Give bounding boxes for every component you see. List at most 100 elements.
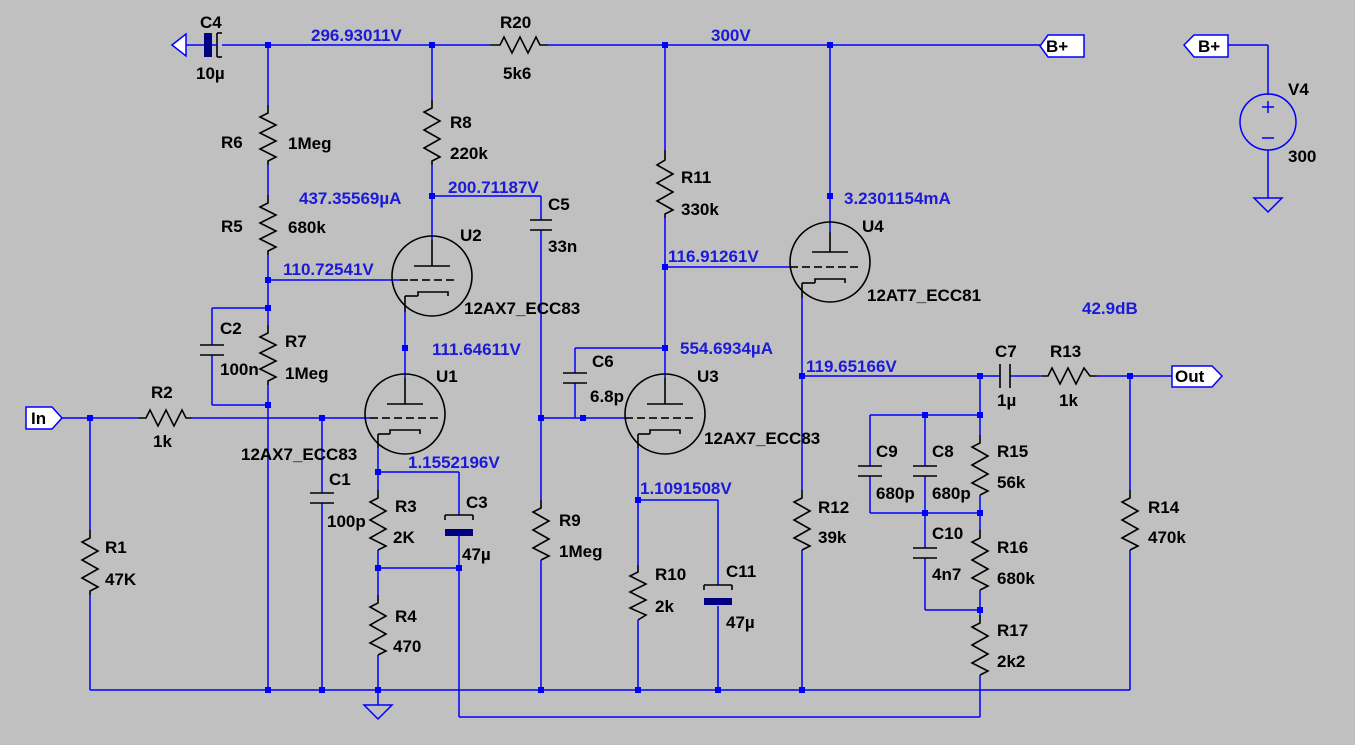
capacitor-c2[interactable] — [200, 344, 224, 356]
r13-name: R13 — [1050, 342, 1081, 361]
capacitor-c7[interactable] — [999, 364, 1011, 388]
label-n-u2a-voltage: 200.71187V — [448, 178, 539, 197]
label-gain: 42.9dB — [1082, 299, 1138, 318]
triode-u2[interactable] — [391, 235, 473, 317]
resistor-r12[interactable] — [792, 490, 812, 551]
node-labels: 296.93011V 300V 437.35569µA 200.71187V 1… — [283, 26, 1138, 498]
port-bplus-supply-label: B+ — [1198, 37, 1220, 56]
port-in[interactable]: In — [25, 406, 64, 430]
triode-u1[interactable] — [364, 373, 446, 455]
triode-u4[interactable] — [789, 221, 871, 303]
c8-value: 680p — [932, 484, 971, 503]
r9-name: R9 — [559, 511, 581, 530]
capacitor-c10[interactable] — [913, 547, 937, 559]
r6-value: 1Meg — [288, 134, 331, 153]
c3-name: C3 — [466, 493, 488, 512]
resistor-r15[interactable] — [970, 435, 990, 496]
resistor-r7[interactable] — [258, 325, 278, 385]
resistor-r6[interactable] — [258, 105, 278, 165]
label-n-u4k: 119.65166V — [806, 357, 897, 376]
capacitor-c4[interactable] — [204, 32, 222, 58]
capacitor-c6[interactable] — [563, 372, 587, 384]
resistor-r13[interactable] — [1042, 366, 1097, 386]
capacitor-c5[interactable] — [530, 219, 552, 231]
capacitor-c11[interactable] — [703, 584, 733, 605]
label-n-u2a-current: 437.35569µA — [299, 189, 401, 208]
r1-name: R1 — [105, 538, 127, 557]
resistor-r17[interactable] — [970, 615, 990, 676]
ground-symbol — [362, 704, 394, 721]
c3-value: 47µ — [462, 545, 491, 564]
r2-value: 1k — [153, 432, 172, 451]
u3-value: 12AX7_ECC83 — [704, 429, 820, 448]
triode-u3[interactable] — [624, 373, 706, 455]
voltage-source-v4[interactable] — [1239, 93, 1297, 151]
label-n-u2g: 110.72541V — [283, 260, 374, 279]
c9-name: C9 — [876, 442, 898, 461]
label-n-u3k: 1.1091508V — [640, 479, 732, 498]
resistor-r9[interactable] — [531, 500, 551, 561]
resistor-r2[interactable] — [138, 408, 192, 428]
capacitor-c9[interactable] — [858, 465, 882, 477]
u4-value: 12AT7_ECC81 — [867, 286, 981, 305]
c4-name: C4 — [200, 13, 222, 32]
r16-name: R16 — [997, 538, 1028, 557]
r17-name: R17 — [997, 621, 1028, 640]
r7-value: 1Meg — [285, 364, 328, 383]
r1-value: 47K — [105, 570, 137, 589]
r3-value: 2K — [393, 528, 415, 547]
c6-value: 6.8p — [590, 387, 624, 406]
r4-name: R4 — [395, 607, 417, 626]
capacitor-c1[interactable] — [310, 492, 334, 504]
r20-value: 5k6 — [503, 64, 531, 83]
resistor-r20[interactable] — [490, 35, 548, 55]
c10-value: 4n7 — [932, 565, 961, 584]
r14-value: 470k — [1148, 528, 1186, 547]
r14-name: R14 — [1148, 498, 1180, 517]
r4-value: 470 — [393, 637, 421, 656]
port-out-label: Out — [1175, 367, 1205, 386]
capacitor-c3[interactable] — [444, 514, 474, 536]
c11-name: C11 — [726, 562, 756, 581]
resistor-r4[interactable] — [368, 595, 388, 656]
component-labels: C4 10µ R20 5k6 R6 1Meg R5 680k R8 220k C… — [105, 13, 1316, 671]
label-n-bplus: 300V — [711, 26, 751, 45]
resistor-r11[interactable] — [655, 150, 675, 218]
r7-name: R7 — [285, 332, 307, 351]
r6-name: R6 — [221, 133, 243, 152]
resistor-r1[interactable] — [80, 530, 100, 595]
resistor-r16[interactable] — [970, 530, 990, 591]
r5-value: 680k — [288, 218, 326, 237]
capacitor-c8[interactable] — [913, 465, 937, 477]
label-n-c4: 296.93011V — [311, 26, 402, 45]
resistor-r8[interactable] — [422, 100, 442, 165]
r5-name: R5 — [221, 217, 243, 236]
c2-name: C2 — [220, 319, 242, 338]
resistor-r3[interactable] — [368, 490, 388, 551]
c5-value: 33n — [548, 237, 577, 256]
label-n-u4a-current: 3.2301154mA — [844, 189, 951, 208]
r10-value: 2k — [655, 597, 674, 616]
c6-name: C6 — [592, 352, 614, 371]
r2-name: R2 — [151, 383, 173, 402]
c5-name: C5 — [548, 195, 570, 214]
port-bplus-main[interactable]: B+ — [1039, 34, 1085, 58]
c1-name: C1 — [329, 470, 351, 489]
r3-name: R3 — [395, 497, 417, 516]
r11-value: 330k — [681, 200, 719, 219]
r12-name: R12 — [818, 498, 849, 517]
c2-value: 100n — [220, 360, 259, 379]
u4-name: U4 — [862, 217, 884, 236]
r15-name: R15 — [997, 442, 1028, 461]
port-bplus-supply[interactable]: B+ — [1182, 34, 1229, 58]
wires — [62, 44, 1269, 718]
port-out[interactable]: Out — [1171, 365, 1224, 388]
resistor-r14[interactable] — [1120, 490, 1140, 551]
r16-value: 680k — [997, 569, 1035, 588]
resistor-r10[interactable] — [628, 565, 648, 621]
r9-value: 1Meg — [559, 542, 602, 561]
resistor-r5[interactable] — [258, 195, 278, 255]
r13-value: 1k — [1059, 391, 1078, 410]
u1-value: 12AX7_ECC83 — [241, 445, 357, 464]
